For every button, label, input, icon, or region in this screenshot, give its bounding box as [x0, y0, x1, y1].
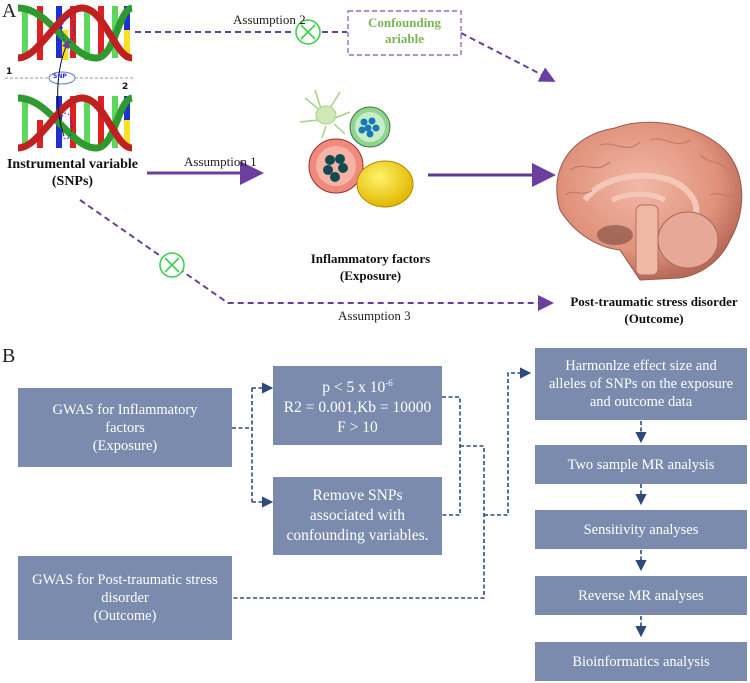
dna-helix-bottom: [17, 94, 134, 152]
gwas-outcome-box: GWAS for Post-traumatic stress disorder …: [18, 556, 232, 640]
sensitivity-text: Sensitivity analyses: [583, 521, 699, 538]
dna-helix-top: [17, 4, 134, 62]
two-sample-mr-text: Two sample MR analysis: [567, 456, 715, 473]
bioinformatics-text: Bioinformatics analysis: [572, 653, 710, 670]
gwas-exposure-line1: GWAS for Inflammatory: [52, 401, 198, 418]
outcome-line2: (Outcome): [624, 311, 684, 326]
brain-illustration: [556, 121, 743, 281]
exposure-label: Inflammatory factors (Exposure): [298, 250, 443, 284]
remove-line2: associated with: [309, 507, 406, 524]
instrumental-variable-label: Instrumental variable (SNPs): [0, 156, 145, 190]
snp-pointer-arrow: [57, 40, 70, 137]
confounding-line2: ariable: [385, 31, 424, 46]
bioinformatics-box: Bioinformatics analysis: [535, 642, 747, 681]
harmonize-line2: alleles of SNPs on the exposure: [548, 376, 734, 392]
harmonize-box: Harmonlze effect size and alleles of SNP…: [535, 348, 747, 420]
assumption-3-line: [79, 199, 554, 311]
connector-to-harmonize: [484, 367, 532, 516]
gwas-exposure-line2: factors: [105, 419, 145, 436]
panel-a-label: A: [2, 0, 17, 22]
connector-merge-outcome: [232, 445, 485, 599]
confounding-box: [347, 10, 462, 56]
harmonize-line3: and outcome data: [589, 394, 693, 410]
remove-line1: Remove SNPs: [312, 487, 403, 504]
assumption-1-label: Assumption 1: [184, 154, 257, 169]
connector-merge-filters: [442, 396, 461, 516]
confounding-to-outcome-arrow: [460, 32, 556, 82]
reverse-mr-box: Reverse MR analyses: [535, 576, 747, 615]
remove-snps-box: Remove SNPs associated with confounding …: [273, 477, 442, 555]
instrumental-line2: (SNPs): [51, 174, 94, 189]
gwas-outcome-line1: GWAS for Post-traumatic stress: [32, 572, 218, 588]
outcome-label: Post-traumatic stress disorder (Outcome): [558, 293, 750, 327]
clumping-params-text: R2 = 0.001,Kb = 10000: [283, 399, 432, 417]
gwas-exposure-box: GWAS for Inflammatory factors (Exposure): [18, 388, 232, 467]
confounding-variable-label: Confounding ariable: [348, 15, 461, 47]
harmonize-line1: Harmonlze effect size and: [565, 358, 717, 374]
block-icon-assumption-2: [295, 19, 321, 45]
instrumental-line1: Instrumental variable: [6, 157, 139, 172]
snp-tag: SNP: [53, 73, 67, 80]
assumption-2-label: Assumption 2: [233, 12, 306, 27]
outcome-line1: Post-traumatic stress disorder: [570, 294, 738, 309]
exposure-line2: (Exposure): [339, 268, 402, 283]
snp-bubble: [48, 71, 76, 85]
confounding-line1: Confounding: [368, 15, 441, 30]
f-stat-text: F > 10: [337, 419, 378, 437]
gwas-outcome-line3: (Outcome): [93, 608, 157, 624]
reverse-mr-text: Reverse MR analyses: [578, 587, 704, 604]
gwas-exposure-line3: (Exposure): [92, 437, 158, 454]
p-threshold-text: p < 5 x 10: [322, 379, 386, 397]
assumption-3-label: Assumption 3: [338, 308, 411, 323]
gwas-outcome-line2: disorder: [101, 590, 149, 606]
inflammatory-cells-illustration: [299, 89, 414, 208]
dna-marker-1: 1: [6, 67, 13, 77]
two-sample-mr-box: Two sample MR analysis: [535, 445, 747, 484]
exposure-line1: Inflammatory factors: [310, 251, 431, 266]
remove-line3: confounding variables.: [286, 527, 429, 544]
threshold-box: p < 5 x 10-6 R2 = 0.001,Kb = 10000 F > 1…: [273, 366, 442, 445]
p-threshold-exponent: -6: [385, 377, 393, 388]
dna-marker-2: 2: [122, 82, 129, 92]
panel-b-label: B: [2, 345, 16, 367]
block-icon-assumption-3: [159, 252, 185, 278]
sensitivity-box: Sensitivity analyses: [535, 510, 747, 549]
